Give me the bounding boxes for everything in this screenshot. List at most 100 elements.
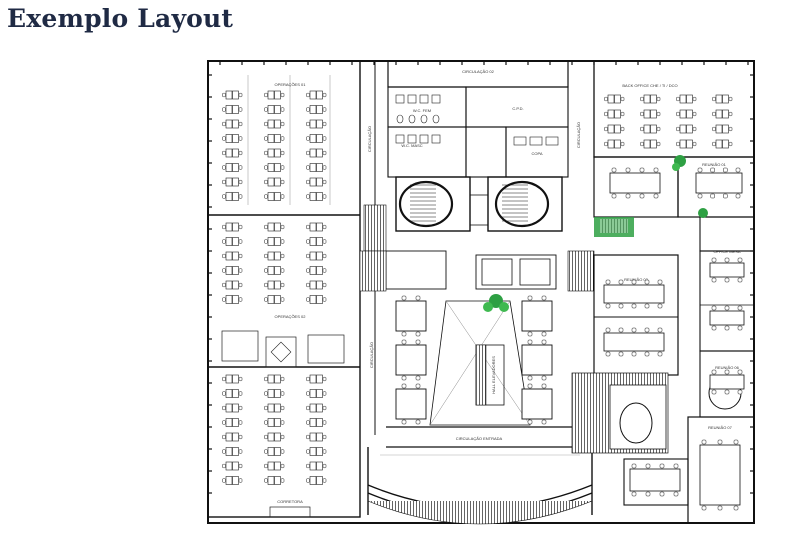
workstation bbox=[306, 476, 327, 485]
workstation bbox=[222, 295, 243, 304]
workstation bbox=[222, 432, 243, 442]
label-back-office: BACK OFFICE CHE / TI / DCO bbox=[622, 83, 677, 88]
workstation bbox=[264, 119, 285, 129]
workstation bbox=[604, 139, 625, 149]
workstation bbox=[676, 94, 697, 104]
workstation bbox=[264, 222, 285, 232]
workstation bbox=[306, 105, 327, 114]
page-title: Exemplo Layout bbox=[7, 4, 234, 33]
label-circulacao-entrada: CIRCULAÇÃO ENTRADA bbox=[456, 436, 503, 441]
workstation bbox=[222, 403, 243, 413]
left-corridor: CIRCULAÇÃO bbox=[363, 61, 387, 435]
meeting-rooms: REUNIÃO 01 REUNIÃO 02 REUNIÃO 03 OFFICE … bbox=[571, 156, 755, 524]
center-hall: HALL ELEVADORES CIRCULAÇÃO ENTRADA CIRCU… bbox=[359, 250, 595, 448]
plants bbox=[483, 155, 708, 312]
workstation bbox=[264, 192, 285, 201]
back-office: BACK OFFICE CHE / TI / DCO CIRCULAÇÃO bbox=[576, 60, 755, 158]
workstation bbox=[264, 418, 285, 427]
workstation bbox=[640, 109, 661, 119]
workstation bbox=[264, 105, 285, 114]
label-operacoes-02: OPERAÇÕES 02 bbox=[275, 314, 307, 319]
workstation bbox=[712, 94, 733, 104]
workstation bbox=[222, 90, 243, 100]
label-wc-masc: W.C. MASC bbox=[401, 143, 422, 148]
label-copa: COPA bbox=[531, 151, 542, 156]
workstation bbox=[264, 251, 285, 261]
workstation bbox=[222, 418, 243, 427]
workstation bbox=[264, 447, 285, 456]
workstation bbox=[222, 119, 243, 129]
workstation bbox=[222, 148, 243, 158]
workstation bbox=[712, 124, 733, 134]
workstation bbox=[264, 266, 285, 275]
workstation bbox=[676, 139, 697, 149]
workstation bbox=[306, 237, 327, 246]
label-reuniao-07: REUNIÃO 07 bbox=[708, 425, 733, 430]
workstation bbox=[306, 403, 327, 413]
workstation bbox=[222, 177, 243, 187]
workstation bbox=[306, 251, 327, 261]
workstation bbox=[306, 280, 327, 290]
entrance-lobby bbox=[367, 447, 593, 525]
workstation bbox=[264, 432, 285, 442]
perimeter-windows bbox=[208, 61, 754, 494]
workstation bbox=[306, 192, 327, 201]
workstation bbox=[222, 374, 243, 384]
workstation bbox=[222, 134, 243, 143]
workstation bbox=[222, 105, 243, 114]
workstation bbox=[222, 280, 243, 290]
operations-zone: OPERAÇÕES 01 OPERAÇÕES 02 CORRETORA bbox=[207, 60, 361, 518]
workstation bbox=[306, 389, 327, 398]
workstation bbox=[222, 251, 243, 261]
workstation bbox=[264, 280, 285, 290]
workstation bbox=[264, 374, 285, 384]
label-circulacao-mid: CIRCULAÇÃO bbox=[369, 342, 374, 368]
label-operacoes-01: OPERAÇÕES 01 bbox=[275, 82, 307, 87]
workstation bbox=[264, 476, 285, 485]
workstation bbox=[222, 192, 243, 201]
workstation bbox=[264, 134, 285, 143]
workstation bbox=[264, 90, 285, 100]
workstation bbox=[676, 124, 697, 134]
workstation bbox=[306, 295, 327, 304]
workstation bbox=[306, 90, 327, 100]
label-circulacao-left: CIRCULAÇÃO bbox=[367, 126, 372, 152]
workstation bbox=[306, 177, 327, 187]
label-circulacao-right: CIRCULAÇÃO bbox=[576, 122, 581, 148]
workstation bbox=[306, 418, 327, 427]
workstation bbox=[264, 295, 285, 304]
label-circulacao-top: CIRCULAÇÃO 02 bbox=[462, 69, 495, 74]
workstation bbox=[306, 461, 327, 471]
workstation bbox=[264, 461, 285, 471]
workstation bbox=[222, 461, 243, 471]
workstation bbox=[306, 447, 327, 456]
workstation bbox=[676, 109, 697, 119]
workstation bbox=[222, 163, 243, 172]
workstation bbox=[222, 222, 243, 232]
workstation bbox=[264, 389, 285, 398]
workstation bbox=[264, 148, 285, 158]
workstation bbox=[640, 94, 661, 104]
label-reuniao-06: REUNIÃO 06 bbox=[715, 365, 740, 370]
workstation bbox=[264, 163, 285, 172]
workstation bbox=[712, 109, 733, 119]
workstation bbox=[264, 237, 285, 246]
workstation bbox=[306, 374, 327, 384]
workstation bbox=[306, 134, 327, 143]
workstation bbox=[306, 222, 327, 232]
workstation bbox=[222, 237, 243, 246]
workstation bbox=[264, 177, 285, 187]
label-elevadores: HALL ELEVADORES bbox=[491, 356, 496, 394]
workstation bbox=[640, 124, 661, 134]
label-reuniao-01: REUNIÃO 01 bbox=[702, 162, 727, 167]
workstation bbox=[306, 266, 327, 275]
service-core: CIRCULAÇÃO 02 C.P.D. W.C. FEM W.C. MASC … bbox=[387, 60, 569, 178]
workstation bbox=[712, 139, 733, 149]
workstation bbox=[306, 148, 327, 158]
floor-plan: OPERAÇÕES 01 OPERAÇÕES 02 CORRETORA CIRC… bbox=[200, 55, 760, 530]
workstation bbox=[604, 124, 625, 134]
workstation bbox=[222, 389, 243, 398]
label-reuniao-02: REUNIÃO 02 bbox=[624, 277, 649, 282]
workstation bbox=[306, 163, 327, 172]
workstation bbox=[222, 476, 243, 485]
